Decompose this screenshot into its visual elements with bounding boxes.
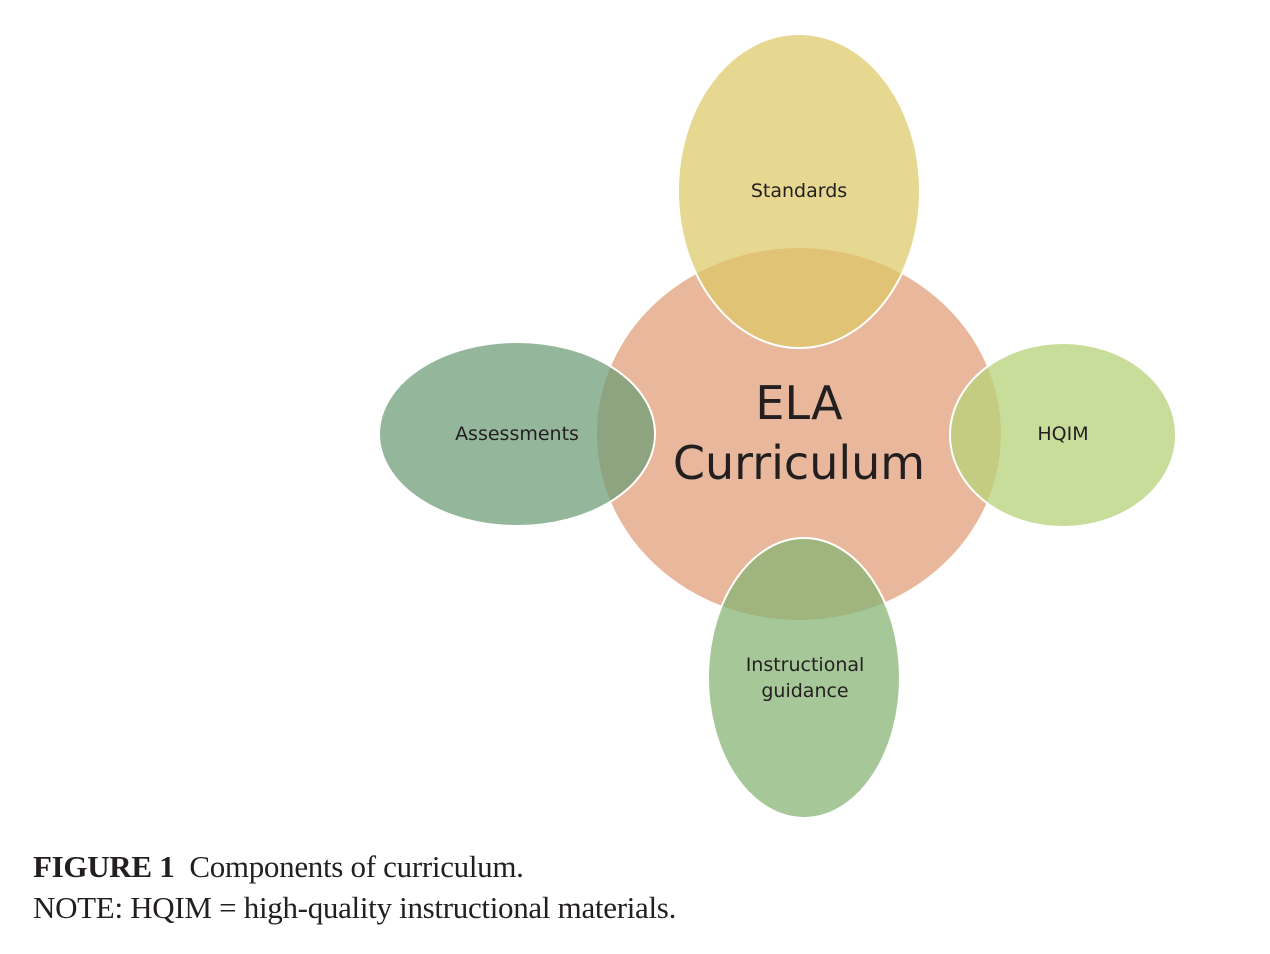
curriculum-diagram: ELA Curriculum Standards Assessments HQI… — [378, 33, 1177, 819]
caption-title-line: FIGURE 1 Components of curriculum. — [33, 846, 676, 887]
hqim-label: HQIM — [1037, 423, 1088, 445]
figure-title: Components of curriculum. — [189, 849, 524, 884]
figure-note: NOTE: HQIM = high-quality instructional … — [33, 890, 677, 925]
figure-caption: FIGURE 1 Components of curriculum. NOTE:… — [33, 846, 676, 928]
center-label-line2: Curriculum — [673, 436, 925, 490]
center-label-line1: ELA — [755, 376, 843, 430]
instructional-guidance-label-line1: Instructional — [746, 654, 865, 676]
instructional-guidance-label-line2: guidance — [761, 680, 848, 702]
assessments-shape — [378, 341, 656, 527]
center-ela-curriculum-shape — [597, 248, 1001, 620]
figure-label: FIGURE 1 — [33, 849, 175, 884]
hqim-shape — [949, 342, 1177, 528]
standards-label: Standards — [751, 180, 847, 202]
assessments-label: Assessments — [455, 423, 579, 445]
standards-shape — [677, 33, 921, 349]
instructional-guidance-shape — [707, 537, 901, 819]
